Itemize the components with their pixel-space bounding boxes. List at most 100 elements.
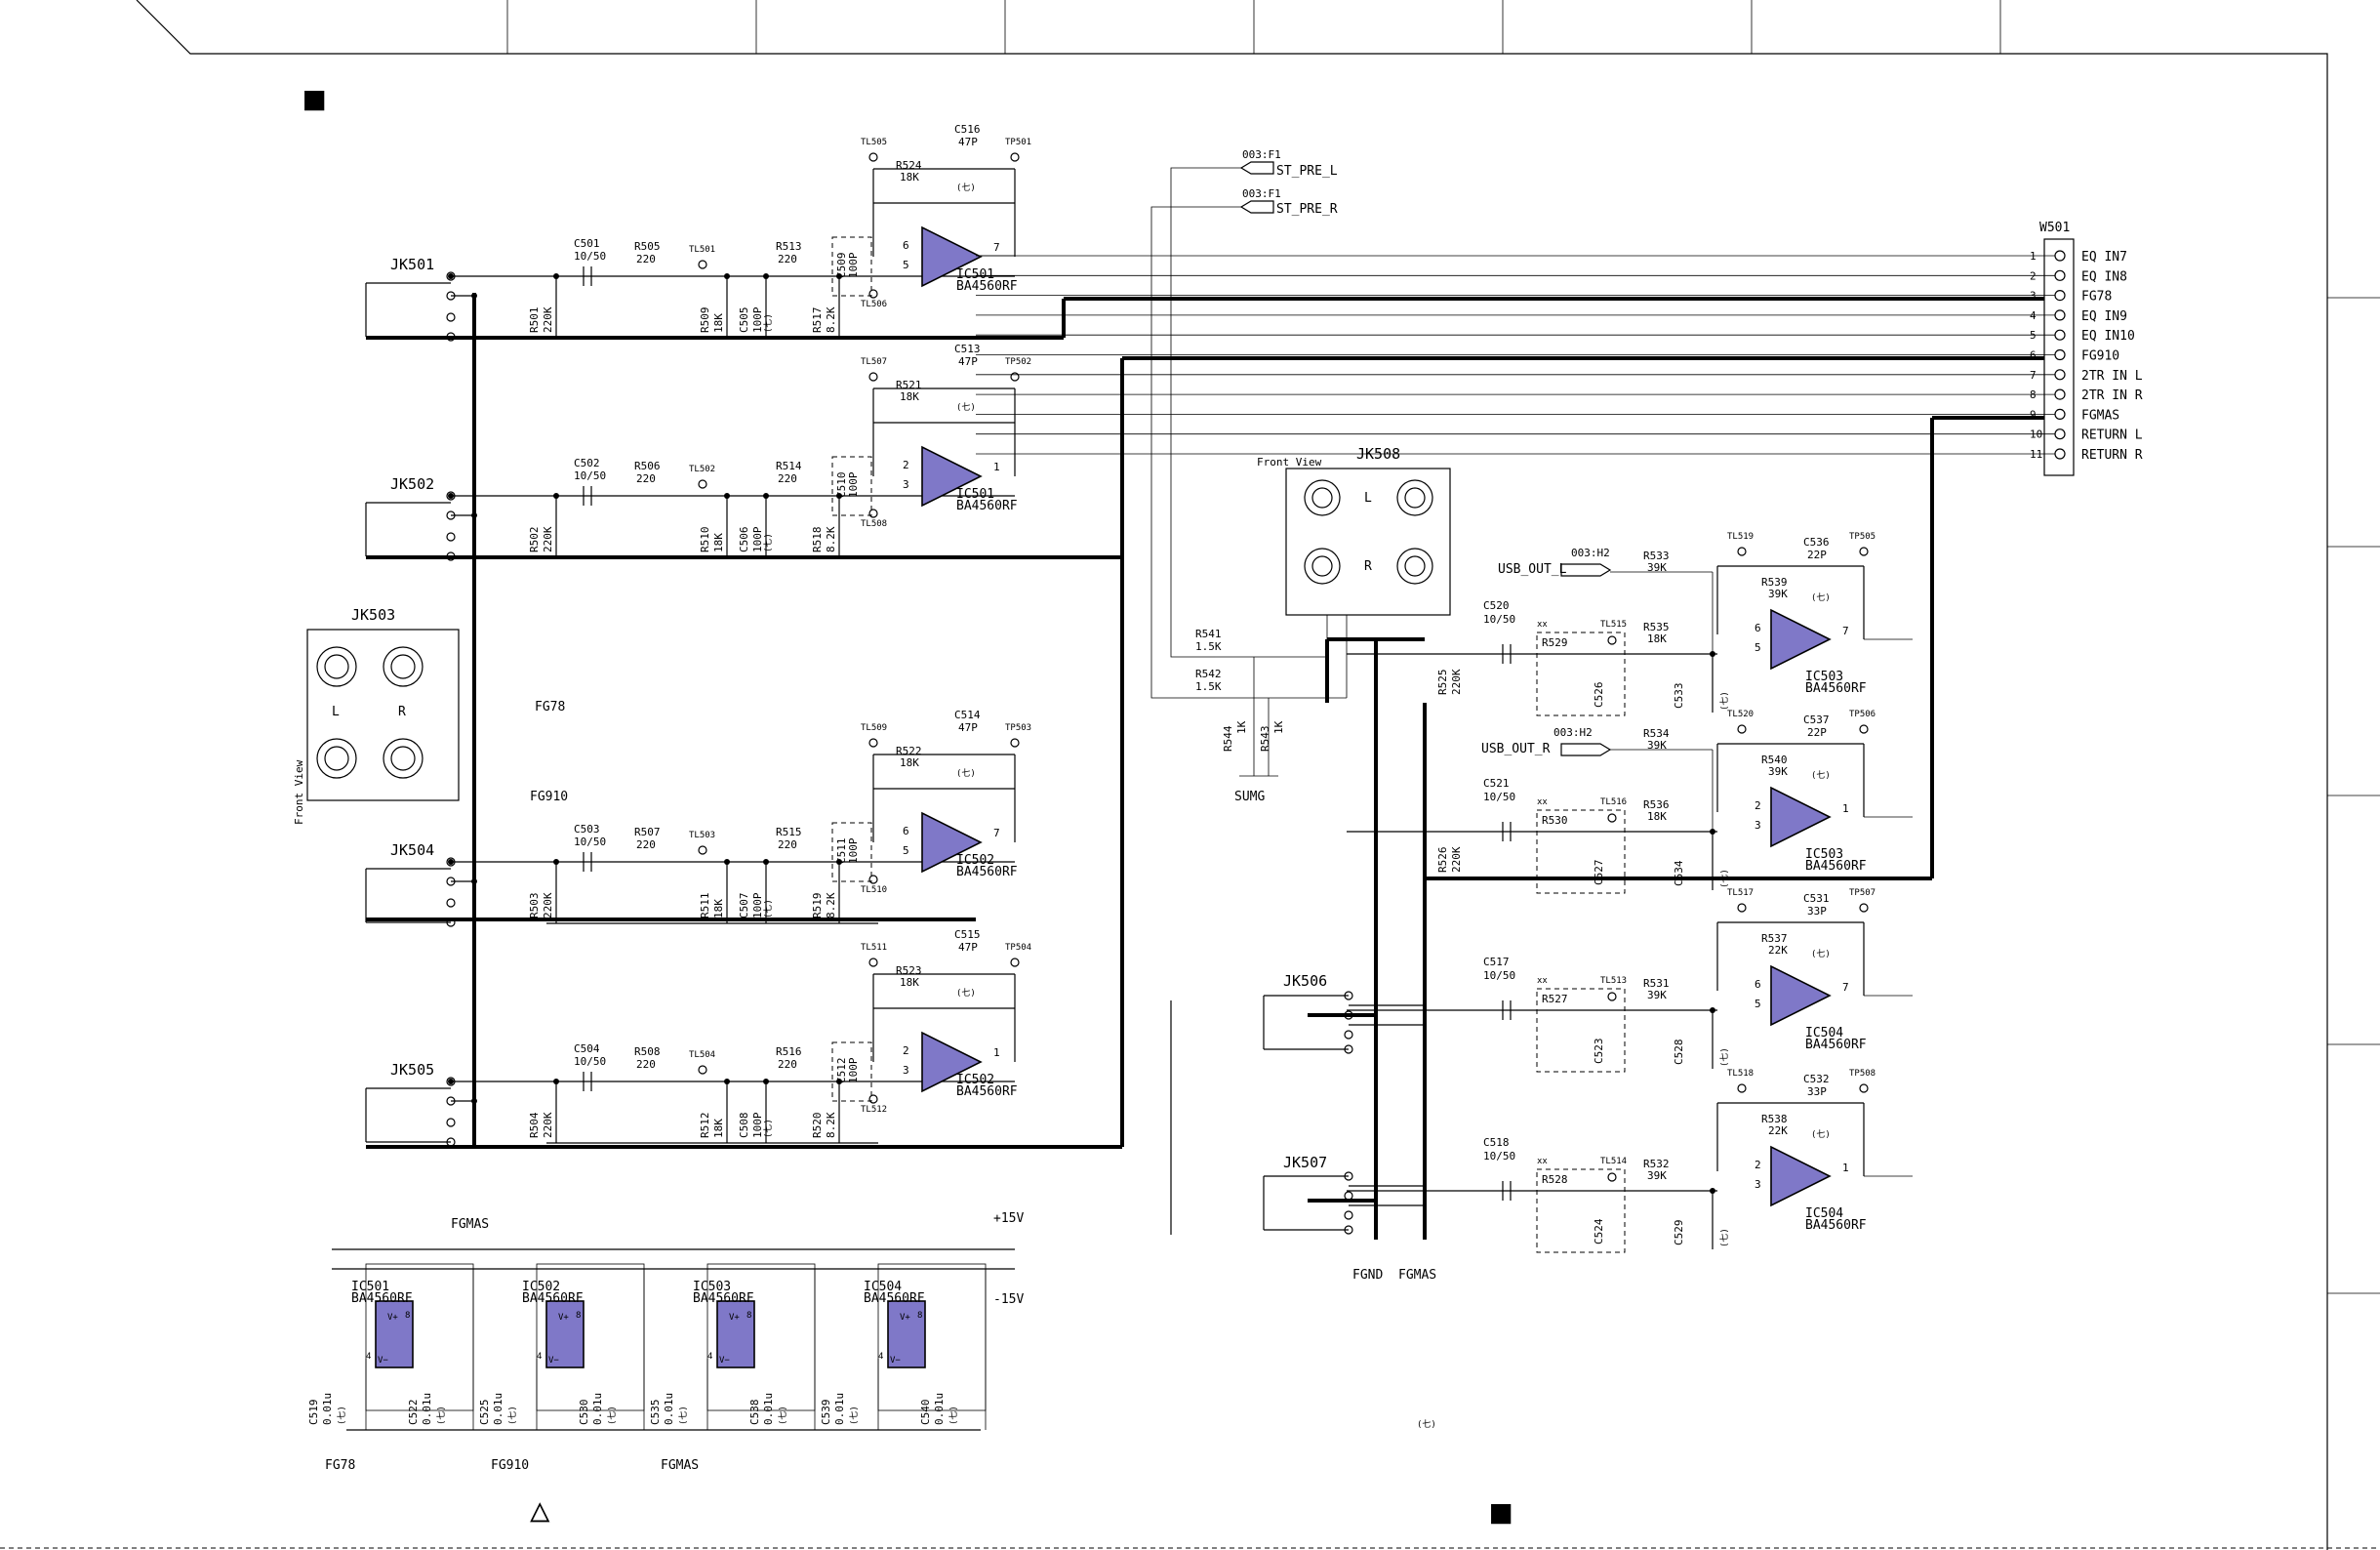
connector-pin-number: 7 [2030, 369, 2037, 382]
ground-fg910-bottom: FG910 [491, 1458, 529, 1473]
jk508-front-view: Front View [1257, 456, 1322, 469]
decoupling-ic-ref: IC502 [522, 1280, 560, 1294]
connector-pin-number: 1 [2030, 250, 2037, 263]
pin-4: 4 [878, 1352, 883, 1362]
connector-pin-5 [2054, 329, 2066, 341]
ground-fg78-bottom: FG78 [325, 1458, 355, 1473]
pin-vplus: V+ [900, 1313, 910, 1323]
shunt-part: R509 [699, 307, 711, 334]
cap-note: (七) [1719, 869, 1730, 888]
res-series-b: R516 [776, 1045, 802, 1058]
res-r544: R544 [1222, 725, 1234, 752]
cap-feedback: C537 [1803, 714, 1830, 726]
caution-triangle-icon: △ [530, 1490, 550, 1530]
testpoint-tp: TP503 [1005, 723, 1031, 733]
testpoint-tp: TP505 [1849, 532, 1876, 542]
opamp-pin: 2 [1755, 1159, 1761, 1171]
opamp-pin: 5 [1755, 998, 1761, 1010]
cap-input-value: 10/50 [1483, 969, 1515, 982]
decoupling-cap: C539 [820, 1400, 832, 1426]
cap-feedback-in-value: 100P [847, 1057, 860, 1083]
opamp-ref: IC502 [956, 853, 994, 868]
shunt-part-value: 18K [712, 1119, 725, 1138]
shunt-part: C508 [738, 1113, 750, 1139]
cap-optional: C526 [1593, 682, 1605, 709]
cap-optional: C527 [1593, 860, 1605, 886]
res-usb-value: 39K [1647, 561, 1667, 574]
res-input: R532 [1643, 1158, 1670, 1170]
opamp-pin: 5 [903, 844, 909, 857]
connector-pin-label: EQ IN8 [2081, 269, 2127, 284]
connector-pin-number: 10 [2030, 428, 2042, 441]
shunt-part-value: 18K [712, 899, 725, 918]
jack-jk503: JK503 [351, 606, 395, 624]
cap-note: (七) [763, 533, 774, 552]
decoupling-cap-value: 0.01u [933, 1393, 946, 1425]
offpage-f1-r: 003:F1 [1242, 187, 1281, 200]
connector-pin-4 [2054, 309, 2066, 321]
offpage-st-pre-r: ST_PRE_R [1276, 202, 1338, 217]
testpoint-top: TL520 [1727, 710, 1754, 719]
connector-pin-label: FG78 [2081, 290, 2112, 305]
opamp-part: BA4560RF [1805, 681, 1867, 696]
ic-body [545, 1300, 585, 1368]
connector-pin-number: 3 [2030, 290, 2037, 303]
shunt-part-value: 18K [712, 313, 725, 333]
res-feedback: R522 [896, 745, 922, 757]
jk508-label-l: L [1364, 491, 1372, 506]
decoupling-cap: C535 [649, 1400, 662, 1426]
offpage-usb-out-r: USB_OUT_R [1481, 742, 1551, 756]
cap-input-value: 10/50 [1483, 1150, 1515, 1162]
bus-wires [366, 293, 2044, 1240]
decoupling-cap: C522 [407, 1400, 420, 1426]
decoupling-ic-ref: IC503 [693, 1280, 731, 1294]
ic-body [716, 1300, 755, 1368]
res-series-a-value: 220 [636, 838, 656, 851]
opamp-ref: IC504 [1805, 1026, 1843, 1040]
ground-fgmas-bottom: FGMAS [661, 1458, 699, 1473]
testpoint-bottom: TL512 [861, 1105, 887, 1115]
offpage-st-pre-l: ST_PRE_L [1276, 164, 1338, 179]
opamp-pin: 6 [903, 825, 909, 837]
res-usb-value: 39K [1647, 739, 1667, 752]
testpoint-top: TL507 [861, 357, 887, 367]
ground-sumg: SUMG [1234, 790, 1265, 804]
cap-note: (七) [678, 1406, 689, 1425]
shunt-part-value: 8.2K [825, 1112, 837, 1138]
connector-w501-title: W501 [2039, 221, 2070, 235]
testpoint-tp: TP506 [1849, 710, 1876, 719]
shunt-part-value: 220K [542, 306, 554, 333]
opamp-pin: 2 [1755, 799, 1761, 812]
cap-note: (七) [1811, 1129, 1831, 1140]
opamp-symbol [921, 445, 983, 508]
pin-4: 4 [366, 1352, 371, 1362]
res-input: R536 [1643, 798, 1670, 811]
testpoint-top: TL519 [1727, 532, 1754, 542]
corner-marker: ■ [304, 79, 325, 118]
connector-pin-2 [2054, 269, 2066, 281]
bottom-cap-note: (七) [1417, 1419, 1436, 1430]
connector-pin-label: FGMAS [2081, 408, 2119, 423]
shunt-part: R503 [528, 893, 541, 919]
connector-pin-label: RETURN L [2081, 428, 2143, 443]
connector-pin-label: EQ IN7 [2081, 250, 2127, 265]
decoupling-ic-part: BA4560RF [351, 1291, 413, 1306]
res-series-a: R505 [634, 240, 661, 253]
opamp-part: BA4560RF [956, 1084, 1018, 1099]
connector-pin-8 [2054, 388, 2066, 400]
jack-jk504: JK504 [390, 841, 434, 859]
opamp-ref: IC501 [956, 487, 994, 502]
connector-pin-9 [2054, 408, 2066, 420]
ground-fgmas-left: FGMAS [451, 1217, 489, 1232]
opamp-ref: IC503 [1805, 847, 1843, 862]
pin-vplus: V+ [387, 1313, 398, 1323]
connector-pin-3 [2054, 290, 2066, 302]
cap-note: (七) [1811, 592, 1831, 603]
res-r544-value: 1K [1235, 720, 1248, 734]
opamp-pin: 3 [1755, 1178, 1761, 1191]
res-input-value: 39K [1647, 1169, 1667, 1182]
res-series-a-value: 220 [636, 1058, 656, 1071]
opamp-ref: IC504 [1805, 1206, 1843, 1221]
